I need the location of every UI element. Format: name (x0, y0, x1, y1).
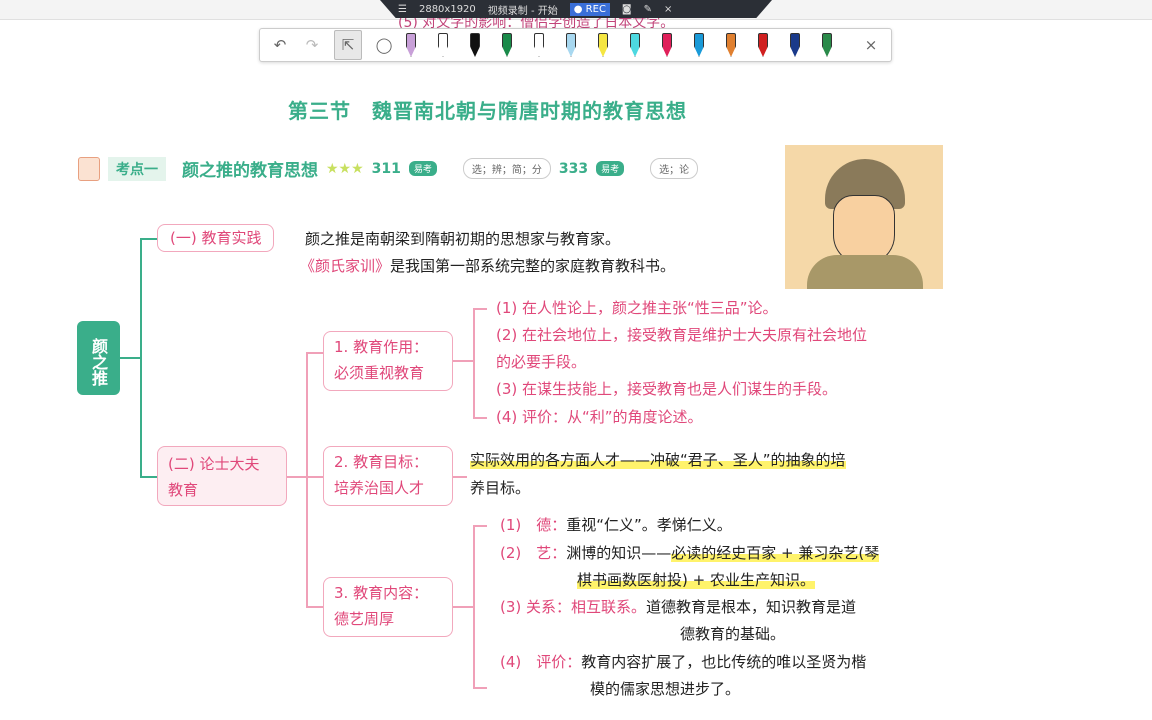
sub-2-text: 实际效用的各方面人才——冲破“君子、圣人”的抽象的培 (470, 451, 846, 469)
recorder-bar: ☰ 2880x1920 视频录制 - 开始 ● REC ◙ ✎ × (380, 0, 772, 18)
sub-node-2: 2. 教育目标：培养治国人才 (323, 446, 453, 506)
pen-tool[interactable] (822, 33, 832, 57)
pen-tool[interactable] (758, 33, 768, 57)
kaodian-label: 考点一 (108, 156, 166, 181)
sub-node-3: 3. 教育内容：德艺周厚 (323, 577, 453, 637)
book-title: 《颜氏家训》 (300, 257, 391, 275)
pen-tool[interactable] (406, 33, 416, 57)
resolution: 2880x1920 (418, 3, 476, 15)
sub-2-text: 养目标。 (470, 479, 531, 497)
pen-tool[interactable] (726, 33, 736, 57)
kaodian-header: 考点一 颜之推的教育思想 ★★★ 311 易考 选；辨；简；分 333 易考 选… (78, 156, 699, 181)
annotation-toolbar: ↶ ↷ ⇱ ◯ × (259, 28, 892, 62)
exam-311: 311 (371, 160, 401, 177)
pen-tool[interactable] (438, 33, 448, 57)
stars: ★★★ (326, 160, 364, 177)
pen-tool[interactable] (694, 33, 704, 57)
select-tool[interactable]: ⇱ (334, 30, 362, 60)
menu-icon[interactable]: ☰ (398, 3, 407, 15)
branch-1-text: 是我国第一部系统完整的家庭教育教科书。 (390, 257, 676, 275)
camera-icon[interactable]: ◙ (621, 3, 632, 15)
badge: 易考 (596, 161, 625, 176)
question-types: 选；论 (650, 158, 699, 179)
pen-tool[interactable] (630, 33, 640, 57)
branch-2-node: (二) 论士大夫教育 (157, 446, 287, 506)
root-node: 颜之推 (77, 321, 120, 395)
rec-button[interactable]: ● REC (569, 2, 610, 16)
kaodian-topic: 颜之推的教育思想 (182, 161, 318, 181)
pen-tool[interactable] (566, 33, 576, 57)
section-title: 第三节 魏晋南北朝与隋唐时期的教育思想 (288, 99, 687, 123)
pen-icon[interactable]: ✎ (643, 3, 653, 15)
pen-tool[interactable] (502, 33, 512, 57)
badge: 易考 (408, 161, 437, 176)
question-types: 选；辨；简；分 (462, 158, 551, 179)
notebook-icon (78, 156, 100, 181)
pen-tool[interactable] (662, 33, 672, 57)
pen-tool[interactable] (470, 33, 480, 57)
portrait-image (785, 145, 943, 289)
pen-tool[interactable] (790, 33, 800, 57)
undo-button[interactable]: ↶ (273, 36, 287, 54)
pen-tool[interactable] (534, 33, 544, 57)
partial-text: (5) 对文字的影响：僧侣学创造了日本文字。 (398, 15, 675, 31)
pen-palette (406, 33, 832, 57)
exam-333: 333 (558, 160, 589, 177)
branch-1-text: 颜之推是南朝梁到隋朝初期的思想家与教育家。 (305, 230, 621, 248)
close-icon[interactable]: × (664, 3, 673, 15)
branch-1-node: (一) 教育实践 (157, 224, 275, 252)
recorder-status: 视频录制 - 开始 (487, 5, 558, 17)
sub-node-1: 1. 教育作用：必须重视教育 (323, 331, 453, 391)
pen-tool[interactable] (598, 33, 608, 57)
redo-button[interactable]: ↷ (305, 36, 319, 54)
lasso-tool[interactable]: ◯ (375, 36, 393, 54)
close-toolbar-button[interactable]: × (864, 36, 878, 54)
